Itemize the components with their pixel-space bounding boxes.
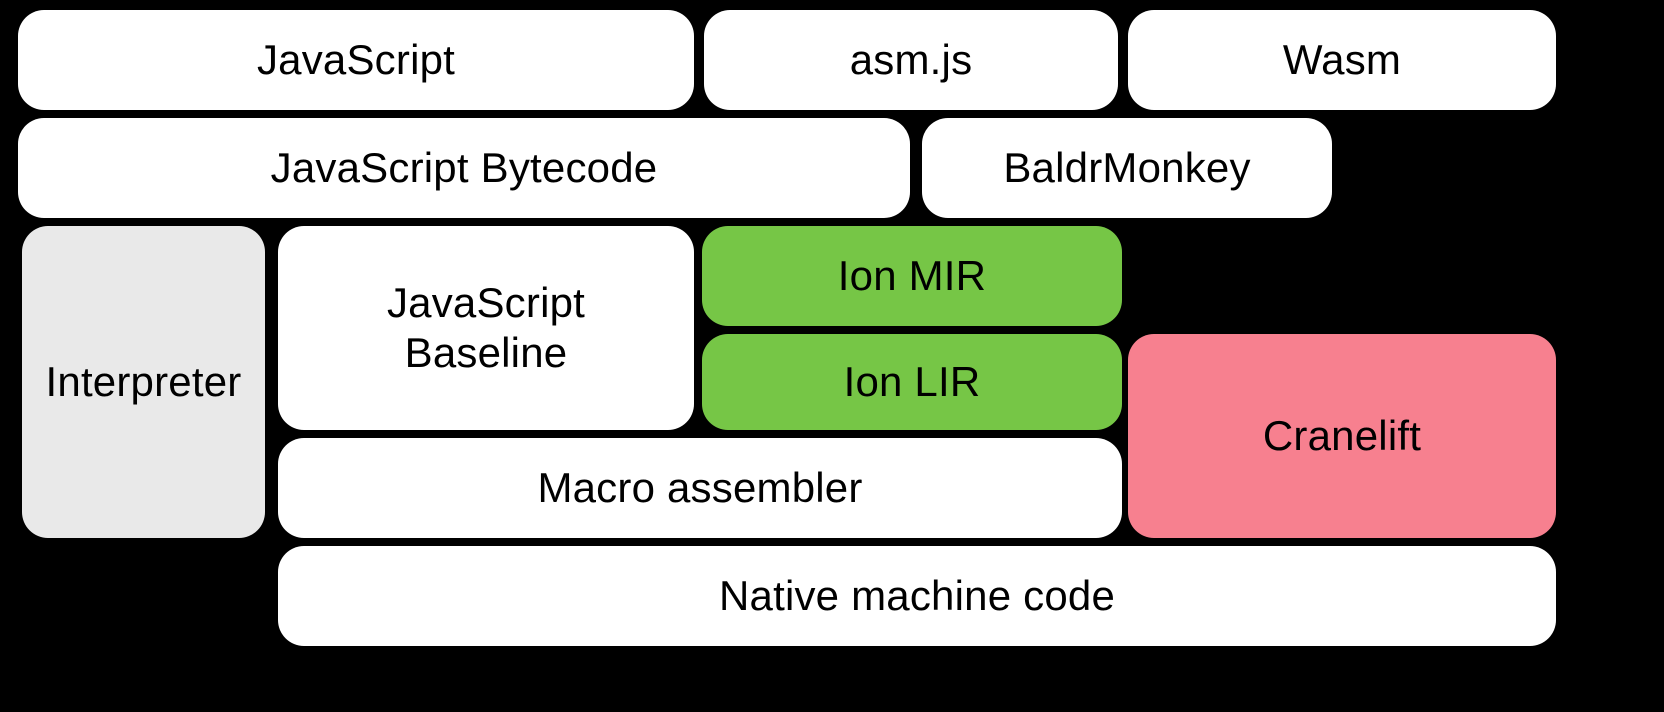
node-cranelift: Cranelift (1128, 334, 1556, 538)
node-javascript: JavaScript (18, 10, 694, 110)
node-ion-mir: Ion MIR (702, 226, 1122, 326)
node-asm-js: asm.js (704, 10, 1118, 110)
node-native-machine-code: Native machine code (278, 546, 1556, 646)
node-wasm: Wasm (1128, 10, 1556, 110)
node-javascript-bytecode: JavaScript Bytecode (18, 118, 910, 218)
node-javascript-baseline: JavaScript Baseline (278, 226, 694, 430)
node-baldrmonkey: BaldrMonkey (922, 118, 1332, 218)
node-macro-assembler: Macro assembler (278, 438, 1122, 538)
node-interpreter: Interpreter (22, 226, 265, 538)
node-ion-lir: Ion LIR (702, 334, 1122, 430)
